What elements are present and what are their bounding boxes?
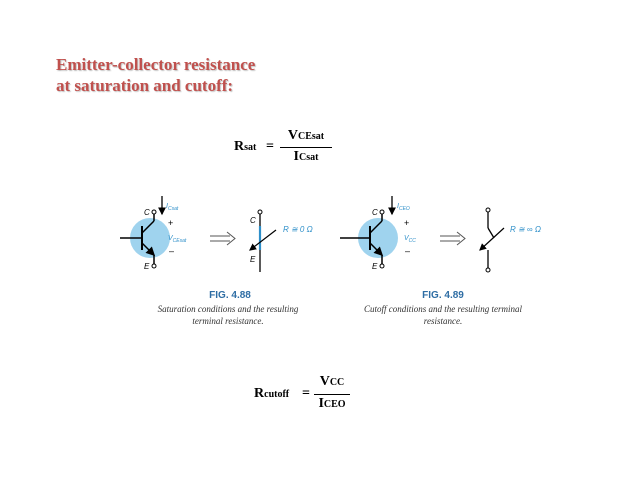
rcutoff-symbol: R (254, 386, 265, 401)
fig88-caption-line-2: terminal resistance. (192, 316, 264, 326)
fig88-res-node-e: E (250, 255, 256, 264)
slide-title: Emitter-collector resistance at saturati… (56, 54, 376, 96)
rcutoff-subscript: cutoff (264, 389, 290, 400)
fig89-collector-terminal (379, 209, 385, 215)
fig89-current-label: ICEO (397, 203, 410, 212)
rcutoff-den-symbol: I (318, 396, 324, 411)
rcutoff-equals: = (302, 386, 310, 401)
fig88-caption-line-1: Saturation conditions and the resulting (157, 304, 299, 314)
fig88-voltage-label: VCEsat (168, 235, 187, 244)
fig88-current-symbol: I (166, 203, 168, 210)
fig89-minus: – (405, 246, 410, 256)
rsat-denominator: ICsat (278, 149, 334, 165)
rcutoff-numerator: VCC (312, 374, 352, 390)
fig89-transistor-body (358, 218, 398, 258)
fig89-diagram: C E ICEO + VCC – R ≅ ∞ Ω (340, 196, 541, 273)
fig88-collector-lead (141, 220, 155, 234)
fig89-open-switch (487, 227, 495, 239)
fig88-collector-terminal (151, 209, 157, 215)
rsat-symbol: R (234, 139, 245, 154)
fig88-emitter-lead (141, 242, 156, 257)
fig88-transistor-body (130, 218, 170, 258)
rsat-num-symbol: V (287, 128, 298, 143)
rcutoff-fraction-bar (314, 394, 350, 395)
fig88-label: FIG. 4.88 (209, 290, 251, 301)
fig88-current-subscript: Csat (168, 206, 179, 212)
fig89-voltage-subscript: CC (409, 238, 417, 244)
fig88-caption: Saturation conditions and the resulting … (118, 303, 338, 327)
fig89-res-terminal-c (485, 207, 491, 213)
fig88-voltage-symbol: V (168, 235, 174, 242)
fig88-resistance-label: R ≅ 0 Ω (283, 225, 313, 234)
fig88-minus: – (169, 246, 174, 256)
fig88-res-node-c: C (250, 216, 256, 225)
fig89-current-symbol: I (397, 203, 399, 210)
rcutoff-den-subscript: CEO (323, 399, 346, 410)
rsat-numerator: VCEsat (278, 128, 334, 144)
rsat-den-subscript: Csat (299, 152, 319, 163)
rsat-num-subscript: CEsat (298, 131, 325, 142)
formula-rcutoff: Rcutoff = VCC ICEO (254, 374, 384, 418)
formula-rsat-lhs: Rsat (234, 139, 256, 155)
fig89-voltage-label: VCC (404, 235, 416, 244)
fig89-current-subscript: CEO (399, 206, 410, 212)
fig89-implies-arrow (440, 231, 466, 246)
fig88-voltage-subscript: CEsat (173, 238, 187, 244)
formula-rcutoff-lhs: Rcutoff (254, 386, 289, 402)
fig88-variable-arrow (249, 229, 277, 251)
fig88-implies-arrow (210, 231, 236, 246)
rsat-equals: = (266, 139, 274, 154)
fig89-caption: Cutoff conditions and the resulting term… (336, 303, 550, 327)
fig89-caption-line-2: resistance. (423, 316, 463, 326)
fig89-emitter-lead (369, 242, 384, 257)
fig89-caption-line-1: Cutoff conditions and the resulting term… (364, 304, 522, 314)
title-line-2: at saturation and cutoff: (56, 76, 234, 95)
fig88-node-c: C (144, 208, 150, 217)
rcutoff-num-subscript: CC (329, 377, 345, 388)
rcutoff-denominator: ICEO (312, 396, 352, 412)
fig88-plus: + (168, 218, 173, 228)
fig89-res-terminal-e (485, 267, 491, 273)
fig88-current-label: ICsat (166, 203, 179, 212)
rsat-den-symbol: I (293, 149, 299, 164)
rcutoff-num-symbol: V (319, 374, 330, 389)
rsat-fraction-bar (280, 147, 332, 148)
fig88-emitter-terminal (151, 263, 157, 269)
fig89-emitter-terminal (379, 263, 385, 269)
formula-rsat: Rsat = VCEsat ICsat (234, 128, 334, 168)
fig89-plus: + (404, 218, 409, 228)
fig89-voltage-symbol: V (404, 235, 410, 242)
fig89-variable-arrow (479, 227, 505, 251)
fig88-node-e: E (144, 262, 150, 271)
fig88-res-terminal-c (257, 209, 263, 215)
title-line-1: Emitter-collector resistance (56, 55, 256, 74)
fig89-resistance-label: R ≅ ∞ Ω (510, 225, 541, 234)
fig88-diagram: C E ICsat + VCEsat – C E R ≅ 0 Ω (120, 196, 313, 272)
fig89-collector-lead (369, 220, 383, 234)
fig89-node-e: E (372, 262, 378, 271)
rsat-subscript: sat (244, 142, 257, 153)
fig89-label: FIG. 4.89 (422, 290, 464, 301)
fig89-node-c: C (372, 208, 378, 217)
